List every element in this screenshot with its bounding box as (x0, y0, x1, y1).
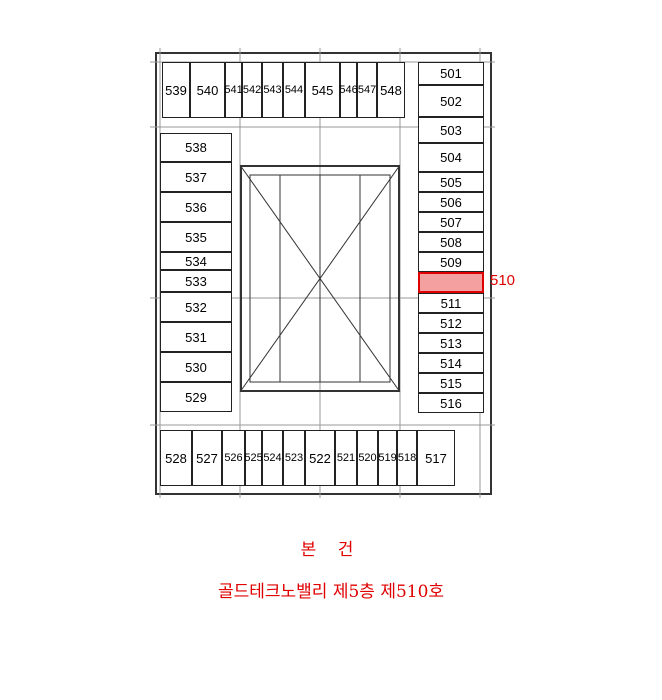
unit-516[interactable]: 516 (418, 393, 484, 413)
unit-539[interactable]: 539 (162, 62, 190, 118)
caption-subtitle: 골드테크노밸리 제5층 제510호 (217, 582, 445, 602)
unit-542[interactable]: 542 (242, 62, 262, 118)
unit-526[interactable]: 526 (222, 430, 245, 486)
unit-531[interactable]: 531 (160, 322, 232, 352)
unit-505[interactable]: 505 (418, 172, 484, 192)
unit-523[interactable]: 523 (283, 430, 305, 486)
unit-502[interactable]: 502 (418, 85, 484, 117)
unit-548[interactable]: 548 (377, 62, 405, 118)
unit-515[interactable]: 515 (418, 373, 484, 393)
unit-508[interactable]: 508 (418, 232, 484, 252)
unit-510[interactable] (418, 272, 484, 293)
selected-unit-callout: 510 (490, 272, 516, 289)
unit-540[interactable]: 540 (190, 62, 225, 118)
unit-517[interactable]: 517 (417, 430, 455, 486)
unit-529[interactable]: 529 (160, 382, 232, 412)
unit-520[interactable]: 520 (357, 430, 378, 486)
building-outline (155, 52, 492, 495)
unit-547[interactable]: 547 (357, 62, 377, 118)
unit-506[interactable]: 506 (418, 192, 484, 212)
unit-521[interactable]: 521 (335, 430, 357, 486)
unit-536[interactable]: 536 (160, 192, 232, 222)
unit-514[interactable]: 514 (418, 353, 484, 373)
unit-518[interactable]: 518 (397, 430, 417, 486)
unit-527[interactable]: 527 (192, 430, 222, 486)
unit-541[interactable]: 541 (224, 62, 243, 118)
unit-509[interactable]: 509 (418, 252, 484, 272)
unit-503[interactable]: 503 (418, 117, 484, 143)
unit-528[interactable]: 528 (160, 430, 192, 486)
grid-lines (150, 48, 495, 498)
atrium-roof (239, 164, 401, 393)
unit-546[interactable]: 546 (339, 62, 358, 118)
unit-507[interactable]: 507 (418, 212, 484, 232)
unit-538[interactable]: 538 (160, 133, 232, 162)
unit-532[interactable]: 532 (160, 292, 232, 322)
unit-537[interactable]: 537 (160, 162, 232, 192)
unit-530[interactable]: 530 (160, 352, 232, 382)
unit-534[interactable]: 534 (160, 252, 232, 270)
unit-504[interactable]: 504 (418, 143, 484, 172)
atrium (240, 165, 400, 392)
unit-522[interactable]: 522 (305, 430, 335, 486)
unit-525[interactable]: 525 (244, 430, 263, 486)
unit-501[interactable]: 501 (418, 62, 484, 85)
unit-511[interactable]: 511 (418, 293, 484, 313)
unit-533[interactable]: 533 (160, 270, 232, 292)
caption-title: 본 건 (300, 540, 362, 560)
unit-512[interactable]: 512 (418, 313, 484, 333)
unit-513[interactable]: 513 (418, 333, 484, 353)
unit-519[interactable]: 519 (378, 430, 397, 486)
unit-543[interactable]: 543 (262, 62, 283, 118)
unit-535[interactable]: 535 (160, 222, 232, 252)
unit-524[interactable]: 524 (262, 430, 283, 486)
unit-544[interactable]: 544 (283, 62, 305, 118)
unit-545[interactable]: 545 (305, 62, 340, 118)
